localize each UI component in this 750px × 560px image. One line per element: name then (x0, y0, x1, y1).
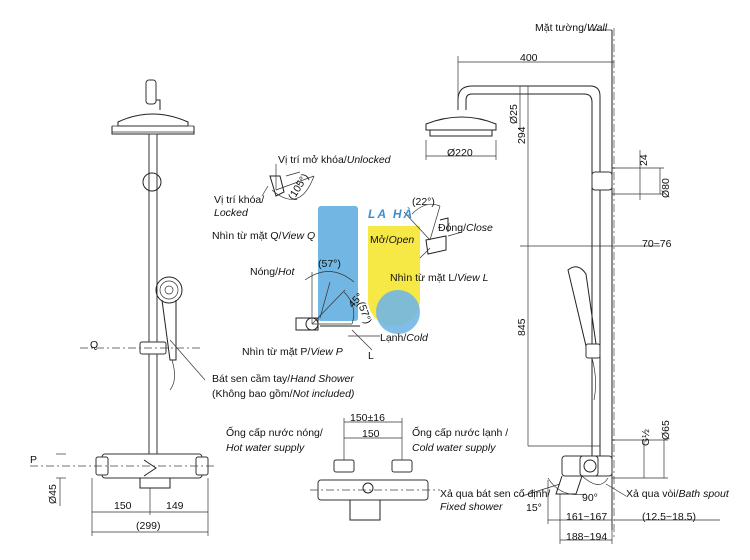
angle-57a: (57°) (318, 258, 341, 270)
bath-spout-label: Xả qua vòi/Bath spout (626, 488, 729, 500)
dim-188-194: 188~194 (566, 531, 608, 543)
dim-149-front: 149 (166, 500, 184, 512)
p-label: P (30, 454, 38, 466)
dim-15: 15° (526, 502, 542, 514)
handle-detail-center (295, 271, 373, 351)
watermark-logo (318, 206, 420, 334)
dim-299: (299) (136, 520, 161, 532)
dim-d220: Ø220 (447, 147, 473, 159)
dim-150-16: 150±16 (350, 412, 385, 424)
dim-g12: G½ (640, 429, 652, 446)
front-view (30, 79, 216, 536)
angle-22: (22°) (412, 196, 435, 208)
dim-24: 24 (638, 154, 650, 166)
dim-d25: Ø25 (508, 104, 520, 124)
dim-150-front: 150 (114, 500, 132, 512)
view-p-label: Nhìn từ mặt P/View P (242, 346, 343, 358)
view-q-label: Nhìn từ mặt Q/View Q (212, 230, 316, 242)
view-l-label: Nhìn từ mặt L/View L (390, 272, 489, 284)
dim-d65: Ø65 (660, 420, 672, 440)
dim-70-76: 70~76 (642, 238, 672, 250)
cold-label: Lạnh/Cold (380, 332, 428, 344)
hot-supply-label: Ống cấp nước nóng/Hot water supply (226, 427, 323, 454)
dim-d80: Ø80 (660, 178, 672, 198)
locked-label: Vị trí khóa/Locked (214, 194, 265, 219)
side-view (425, 28, 720, 544)
dim-12-5: (12.5~18.5) (642, 511, 696, 523)
leader-lines (169, 29, 627, 497)
dim-294: 294 (516, 126, 528, 144)
close-label: Đóng/Close (438, 222, 493, 234)
fixed-shower-label: Xả qua bát sen cố định/Fixed shower (440, 488, 551, 513)
dim-400: 400 (520, 52, 538, 64)
dim-d45: Ø45 (47, 484, 59, 504)
lever-detail-top (269, 164, 315, 200)
hot-label: Nóng/Hot (250, 266, 295, 278)
wall-label: Mặt tường/Wall (535, 22, 608, 34)
watermark-text: LA HÀ (368, 207, 415, 221)
l-label: L (368, 350, 374, 362)
open-label: Mở/Open (370, 234, 415, 246)
hand-shower-label: Bát sen cầm tay/Hand Shower(Không bao gồ… (212, 373, 355, 400)
supply-detail (310, 418, 440, 521)
q-label: Q (90, 339, 99, 351)
dim-161-167: 161~167 (566, 511, 608, 523)
dim-150-supply: 150 (362, 428, 380, 440)
cold-supply-label: Ống cấp nước lạnh /Cold water supply (412, 427, 509, 454)
unlocked-label: Vị trí mở khóa/Unlocked (278, 154, 391, 166)
dim-845: 845 (516, 318, 528, 336)
lever-detail-right (403, 203, 449, 255)
dim-90: 90° (582, 492, 598, 504)
